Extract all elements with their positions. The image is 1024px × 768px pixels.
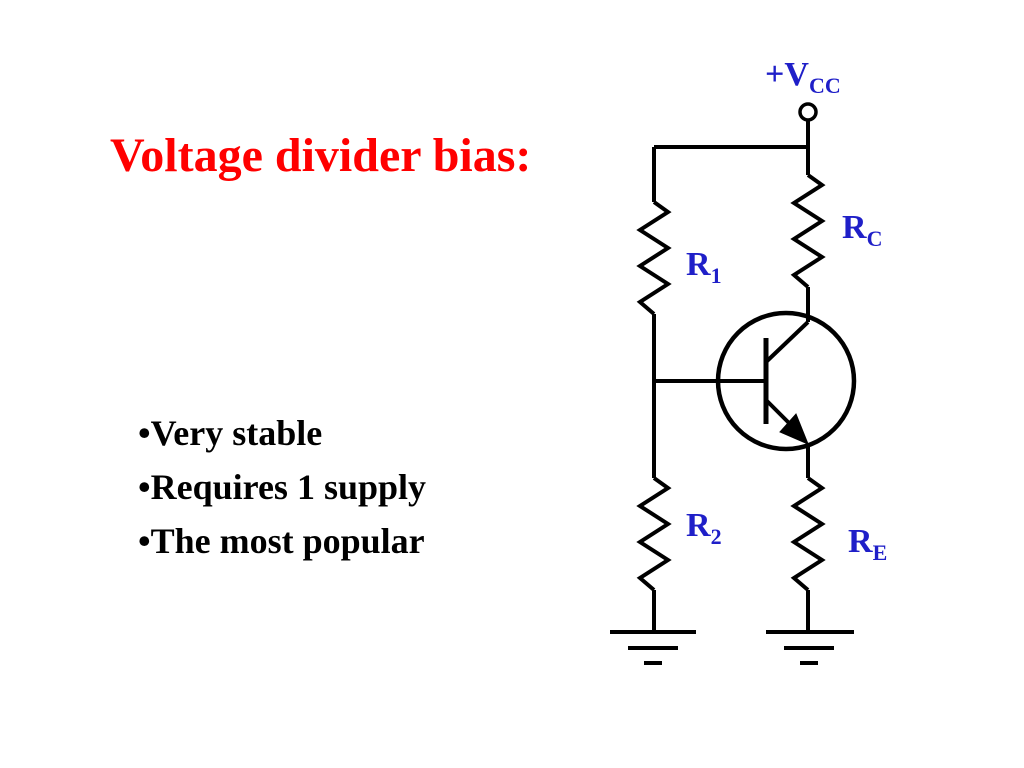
rc-label-sub: C (867, 226, 883, 251)
transistor-body (715, 310, 857, 452)
r2-resistor (636, 476, 672, 592)
rc-label: RC (842, 209, 882, 251)
rc-resistor (790, 173, 826, 289)
re-label: RE (848, 523, 887, 565)
bullet-item: •Very stable (138, 413, 323, 453)
bullet-item: •The most popular (138, 521, 425, 561)
r1-label: R1 (686, 246, 722, 288)
vcc-terminal (798, 102, 818, 122)
bullet-item: •Requires 1 supply (138, 467, 427, 507)
r2-label: R2 (686, 507, 722, 549)
vcc-label-main: +V (765, 56, 809, 93)
slide-title: Voltage divider bias: (110, 129, 532, 182)
rc-label-main: R (842, 209, 867, 246)
re-label-main: R (848, 523, 873, 560)
re-resistor (790, 476, 826, 592)
r1-resistor (636, 200, 672, 316)
vcc-label: +VCC (765, 56, 841, 98)
bullet-list: •Very stable •Requires 1 supply •The mos… (138, 406, 426, 568)
re-label-sub: E (873, 540, 888, 565)
r2-label-main: R (686, 507, 711, 544)
r2-label-sub: 2 (711, 524, 722, 549)
collector-lead (764, 320, 810, 364)
vcc-label-sub: CC (809, 73, 841, 98)
r1-label-sub: 1 (711, 263, 722, 288)
emitter-arrow-icon (779, 413, 809, 445)
r1-label-main: R (686, 246, 711, 283)
